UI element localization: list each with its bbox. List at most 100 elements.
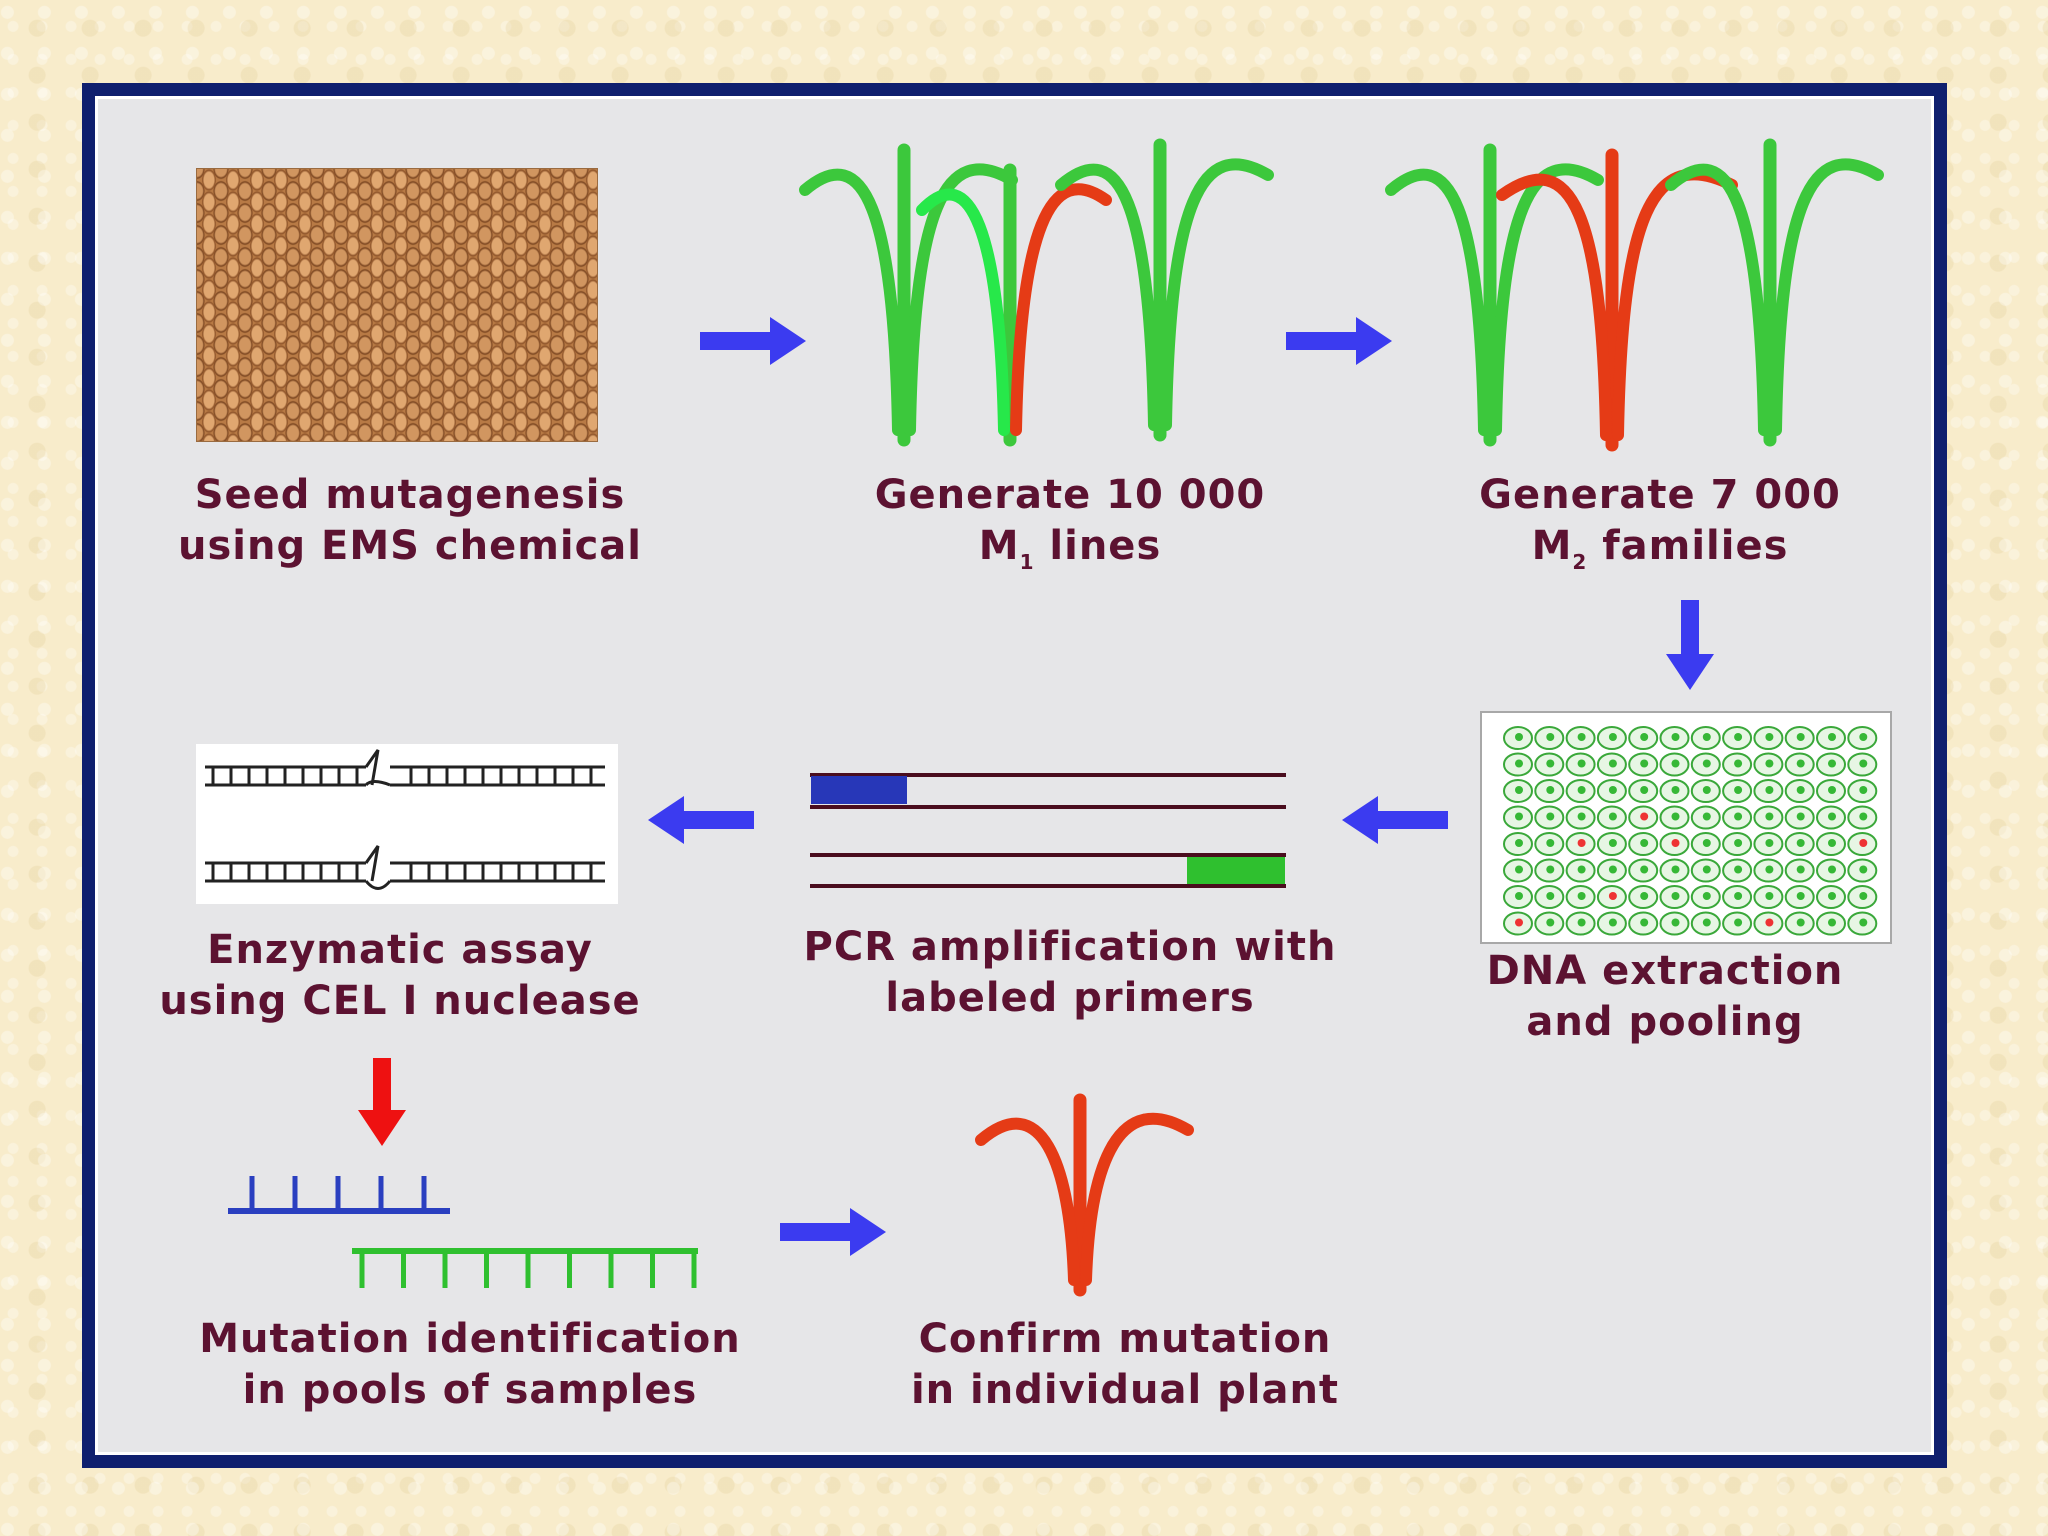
sample-dot [1796, 918, 1805, 927]
sample-dot [1702, 786, 1711, 794]
sample-dot [1796, 865, 1805, 874]
sample-dot [1796, 733, 1805, 741]
m1-label-line2: M1 lines [790, 521, 1350, 572]
sample-dot [1640, 892, 1649, 900]
green-primer-label [1187, 857, 1285, 884]
plant-leaf [1490, 163, 1604, 436]
ident-label-line2: in pools of samples [242, 1367, 698, 1413]
sample-dot [1640, 733, 1649, 741]
pcr-amplification-label: PCR amplification with labeled primers [760, 922, 1380, 1024]
sample-dot [1828, 839, 1836, 847]
sample-dot [1796, 759, 1805, 768]
sample-dot [1828, 733, 1836, 741]
sample-dot [1546, 892, 1555, 900]
sample-dot [1734, 786, 1743, 794]
arrow-right-icon [700, 317, 806, 365]
enzymatic-assay-label: Enzymatic assay using CEL I nuclease [110, 925, 690, 1027]
sample-dot [1734, 892, 1743, 900]
sample-dot [1828, 918, 1836, 927]
m2-label-prefix: M [1531, 523, 1573, 569]
sample-dot [1515, 865, 1523, 874]
sample-dot [1608, 786, 1617, 794]
plant-leaf [1055, 163, 1160, 431]
mutant-dot [1515, 918, 1523, 927]
seed-label-line2: using EMS chemical [177, 523, 642, 569]
plant-leaf [1160, 158, 1274, 431]
m1-label-line1: Generate 10 000 [874, 472, 1266, 518]
sample-dot [1671, 892, 1680, 900]
sample-dot [1671, 786, 1680, 794]
seed-photo [196, 168, 598, 442]
mutant-dot [1608, 892, 1617, 900]
sample-dot [1765, 786, 1774, 794]
sample-dot [1640, 918, 1649, 927]
sample-dot [1702, 733, 1711, 741]
sample-dot [1859, 812, 1868, 821]
sample-dot [1734, 812, 1743, 821]
confirmed-mutant-plant [975, 1093, 1194, 1297]
sample-dot [1796, 786, 1805, 794]
blue-primer-label [811, 776, 907, 804]
sample-dot [1765, 839, 1774, 847]
mismatch-bubble [364, 845, 380, 882]
sample-dot [1515, 759, 1523, 768]
sample-dot [1702, 812, 1711, 821]
sample-dot [1577, 812, 1586, 821]
sample-dot [1515, 839, 1523, 847]
cleaved-fragments-illustration [228, 1176, 698, 1288]
arrow-right-icon [780, 1208, 886, 1256]
sample-dot [1828, 759, 1836, 768]
sample-dot [1734, 839, 1743, 847]
arrow-down-icon [1666, 600, 1714, 690]
sample-dot [1828, 892, 1836, 900]
sample-dot [1671, 918, 1680, 927]
m2-label-line1: Generate 7 000 [1479, 472, 1841, 518]
sample-dot [1546, 786, 1555, 794]
m1-label-suffix: lines [1034, 523, 1162, 569]
sample-dot [1577, 786, 1586, 794]
sample-dot [1608, 839, 1617, 847]
sample-dot [1515, 786, 1523, 794]
sample-dot [1765, 759, 1774, 768]
plant-leaf [1770, 158, 1884, 436]
sample-dot [1546, 865, 1555, 874]
sample-dot [1828, 812, 1836, 821]
plant-leaf [1665, 163, 1770, 436]
generate-m1-label: Generate 10 000 M1 lines [790, 470, 1350, 572]
sample-dot [1859, 892, 1868, 900]
cel-label-line1: Enzymatic assay [207, 927, 593, 973]
sample-dot [1640, 759, 1649, 768]
m2-label-line2: M2 families [1380, 521, 1940, 572]
confirm-mutation-label: Confirm mutation in individual plant [830, 1314, 1420, 1416]
sample-dot [1546, 733, 1555, 741]
sample-dot [1671, 733, 1680, 741]
pcr-label-line2: labeled primers [885, 975, 1255, 1021]
sample-dot [1640, 839, 1649, 847]
confirm-label-line2: in individual plant [910, 1367, 1340, 1413]
dna-label-line1: DNA extraction [1486, 948, 1844, 994]
m2-plants-illustration [1385, 138, 1884, 452]
sample-dot [1859, 733, 1868, 741]
arrow-right-icon [1286, 317, 1392, 365]
sample-dot [1546, 812, 1555, 821]
sample-dot [1640, 865, 1649, 874]
generate-m2-label: Generate 7 000 M2 families [1380, 470, 1940, 572]
sample-dot [1765, 733, 1774, 741]
sample-dot [1702, 759, 1711, 768]
mutant-dot [1765, 918, 1774, 927]
sample-dot [1546, 839, 1555, 847]
sample-dot [1640, 786, 1649, 794]
sample-dot [1546, 759, 1555, 768]
seed-mutagenesis-label: Seed mutagenesis using EMS chemical [130, 470, 690, 572]
sample-dot [1671, 759, 1680, 768]
mutant-dot [1640, 812, 1649, 821]
sample-dot [1702, 892, 1711, 900]
mismatch-bubble [364, 749, 380, 786]
pcr-strands-illustration [810, 773, 1286, 888]
sample-dot [1796, 839, 1805, 847]
sample-dot [1608, 865, 1617, 874]
sample-dot [1702, 918, 1711, 927]
arrow-down-red-icon [358, 1058, 406, 1146]
sample-dot [1765, 865, 1774, 874]
